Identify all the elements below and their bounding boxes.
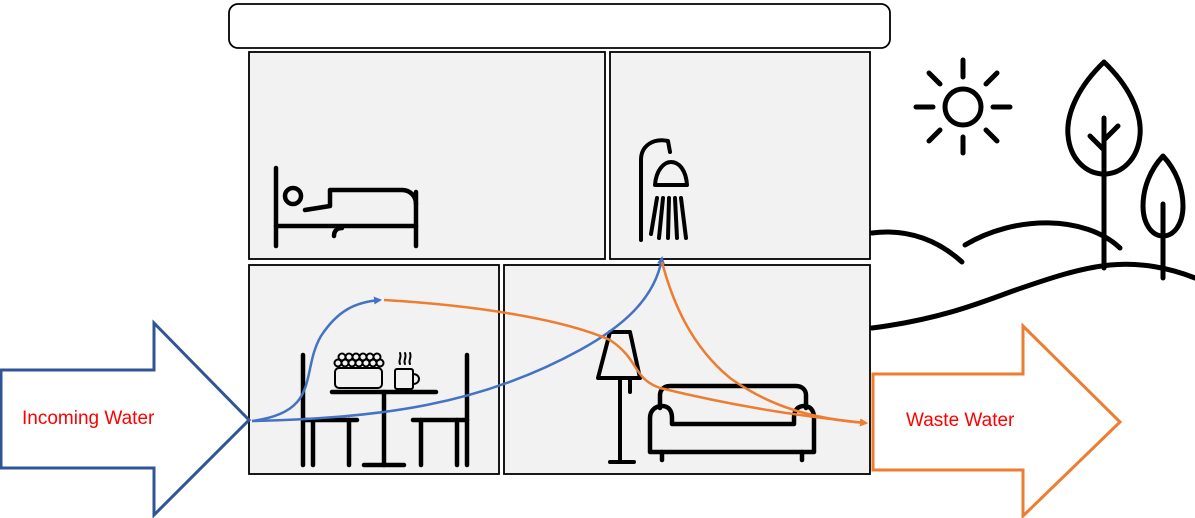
incoming-water-label: Incoming Water	[22, 408, 154, 430]
bathroom	[610, 52, 870, 259]
dining-room	[249, 265, 499, 474]
hills	[872, 223, 1195, 328]
roof	[229, 4, 890, 48]
sun-icon	[916, 60, 1010, 153]
waste-water-label: Waste Water	[906, 410, 1014, 432]
tree-icon	[1143, 156, 1183, 278]
tree-icon	[1068, 62, 1140, 268]
